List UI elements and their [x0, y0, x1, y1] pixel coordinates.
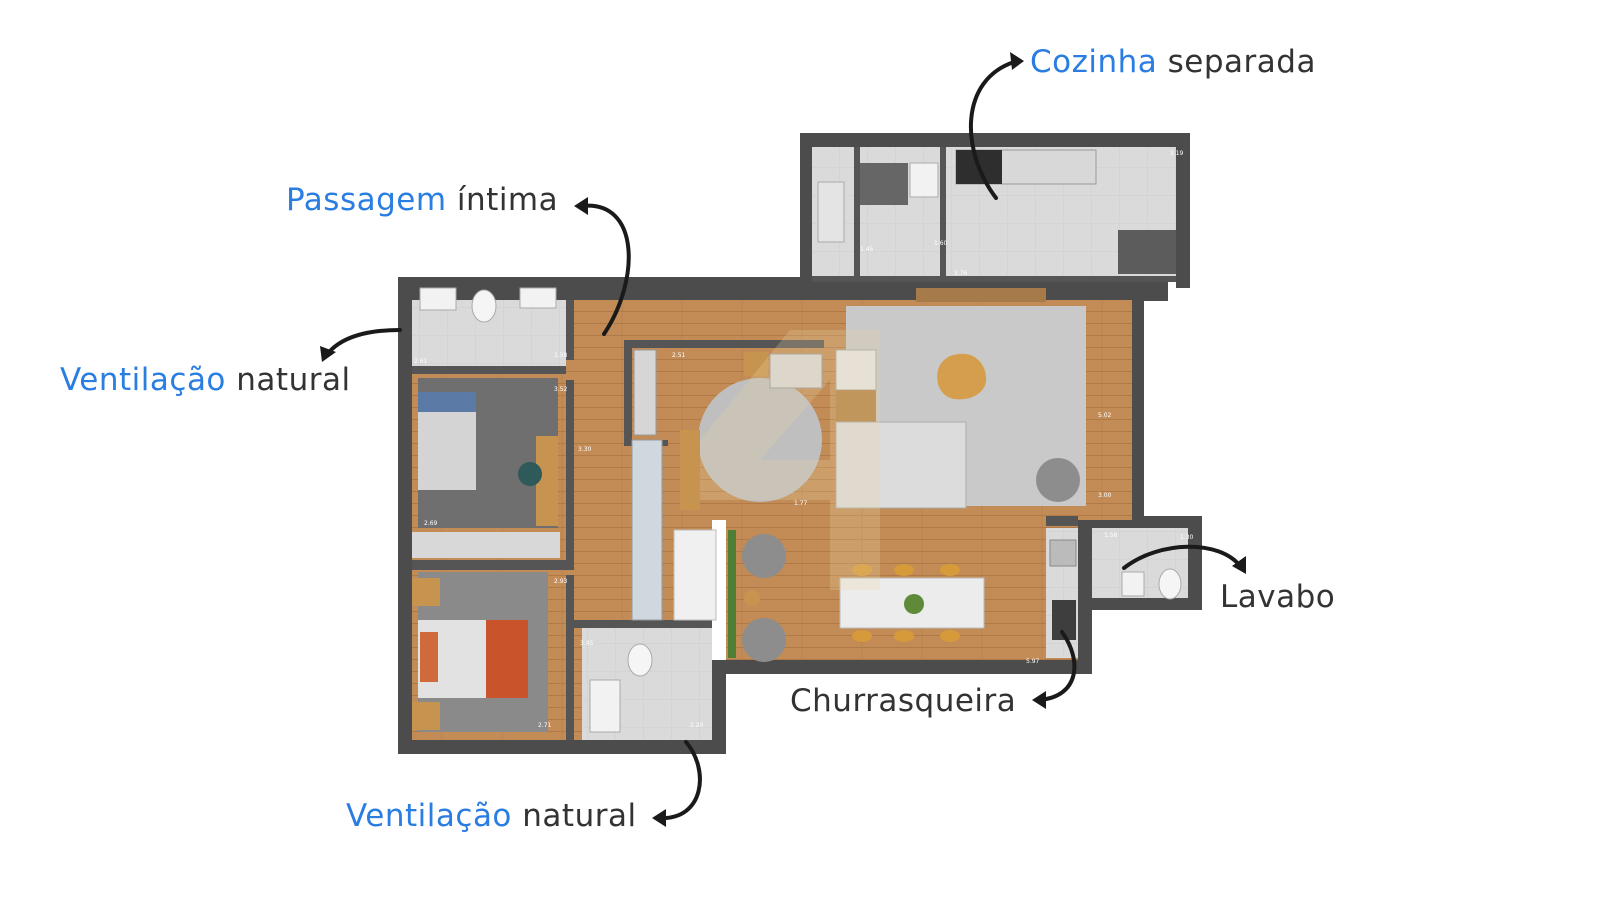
label-text: Lavabo — [1220, 579, 1336, 615]
bathroom-suite — [419, 287, 653, 733]
label-lavabo: Lavabo — [1220, 582, 1335, 613]
label-highlight: Cozinha — [1030, 44, 1158, 80]
label-highlight: Ventilação — [60, 362, 226, 398]
label-rest: separada — [1167, 44, 1316, 80]
label-rest: natural — [522, 798, 637, 834]
partitions — [412, 147, 1176, 740]
label-highlight: Ventilação — [346, 798, 512, 834]
label-rest: íntima — [456, 182, 559, 218]
bedroom-2 — [412, 572, 548, 732]
office — [680, 352, 823, 510]
label-rest: natural — [236, 362, 351, 398]
label-ventilacao-natural-left: Ventilação natural — [60, 365, 351, 396]
watermark-logo — [700, 330, 880, 590]
dining-area — [728, 530, 985, 662]
label-text: Churrasqueira — [790, 683, 1017, 719]
bedroom-1 — [412, 378, 560, 558]
label-churrasqueira: Churrasqueira — [790, 686, 1016, 717]
label-passagem-intima: Passagem íntima — [286, 185, 558, 216]
living-room — [835, 288, 1086, 509]
label-cozinha-separada: Cozinha separada — [1030, 47, 1316, 78]
label-highlight: Passagem — [286, 182, 447, 218]
label-ventilacao-natural-bottom: Ventilação natural — [346, 801, 637, 832]
closet — [631, 349, 717, 621]
